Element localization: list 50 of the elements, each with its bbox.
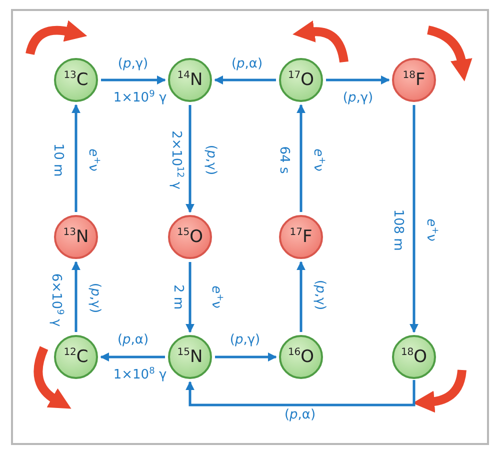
- timescale-label: 2 m: [172, 283, 184, 311]
- isotope-label: $^{15}$O: [176, 227, 204, 247]
- arrow: [296, 261, 306, 332]
- isotope-label: $^{12}$C: [64, 347, 88, 367]
- nucleus-circle: [54, 215, 98, 259]
- reaction-label: (p,γ): [228, 334, 262, 346]
- isotope-label: $^{17}$O: [288, 70, 314, 90]
- nucleus-circle: [54, 58, 98, 102]
- reaction-label: (p,α): [283, 408, 317, 422]
- arrow: [100, 352, 165, 362]
- arrow: [326, 76, 390, 84]
- arrow: [72, 261, 80, 332]
- nucleus-circle: [279, 215, 323, 259]
- isotope-label: $^{15}$N: [177, 347, 203, 367]
- arrow: [215, 352, 277, 362]
- reaction-label: (p,α): [116, 334, 150, 346]
- isotope-label: $^{16}$O: [288, 347, 314, 367]
- isotope-label: $^{13}$N: [63, 227, 89, 247]
- arrow: [186, 380, 416, 406]
- arrow: [186, 105, 194, 213]
- nucleus-circle: [279, 335, 323, 379]
- arrow: [101, 76, 166, 84]
- arrow: [214, 76, 276, 84]
- reaction-label: (p,γ): [314, 278, 326, 312]
- isotope-label: $^{18}$F: [402, 70, 426, 90]
- nucleus-circle: [168, 58, 212, 102]
- arrow: [296, 104, 306, 212]
- nucleus-circle: [279, 58, 323, 102]
- reaction-label: (p,γ): [342, 92, 374, 104]
- nucleus-circle: [168, 335, 212, 379]
- reaction-label: (p,α): [230, 58, 264, 70]
- arrow: [410, 105, 418, 333]
- timescale-label: 1×10$^{8}$ γ: [112, 368, 168, 382]
- isotope-label: $^{17}$F: [290, 227, 312, 247]
- isotope-label: $^{13}$C: [64, 70, 88, 90]
- isotope-label: $^{14}$N: [177, 70, 203, 90]
- timescale-label: 64 s: [278, 145, 290, 175]
- nucleus-circle: [168, 215, 212, 259]
- reaction-label: (p,γ): [88, 282, 102, 314]
- nucleus-circle: [392, 335, 436, 379]
- timescale-label: 1×10$^{9}$ γ: [112, 92, 168, 104]
- nucleus-circle: [54, 335, 98, 379]
- timescale-label: 108 m: [392, 208, 404, 252]
- nucleus-circle: [392, 58, 436, 102]
- arrow: [72, 104, 80, 212]
- timescale-label: 10 m: [52, 142, 64, 178]
- reaction-label: (p,γ): [116, 58, 150, 70]
- arrow: [186, 262, 194, 333]
- isotope-label: $^{18}$O: [400, 347, 428, 367]
- reaction-label: (p,γ): [204, 144, 218, 176]
